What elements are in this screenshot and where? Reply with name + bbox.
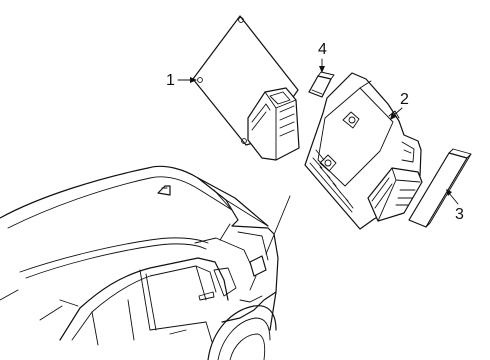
part-4-clip (308, 71, 335, 98)
arrow-icon (390, 112, 396, 120)
callout-4: 4 (318, 41, 327, 73)
callout-3: 3 (446, 189, 464, 223)
callout-3-label: 3 (455, 206, 464, 223)
location-leader (265, 195, 291, 255)
callout-4-label: 4 (318, 41, 327, 58)
part-3-cover-strip (408, 148, 472, 228)
part-1-module-plate (192, 15, 300, 161)
callout-1-label: 1 (166, 72, 175, 89)
vehicle-outline (0, 165, 279, 360)
callout-1: 1 (166, 72, 197, 89)
arrow-icon (319, 66, 325, 73)
callout-2: 2 (390, 91, 409, 120)
callout-2-label: 2 (400, 91, 409, 108)
arrow-icon (446, 189, 452, 196)
arrow-icon (190, 77, 197, 83)
